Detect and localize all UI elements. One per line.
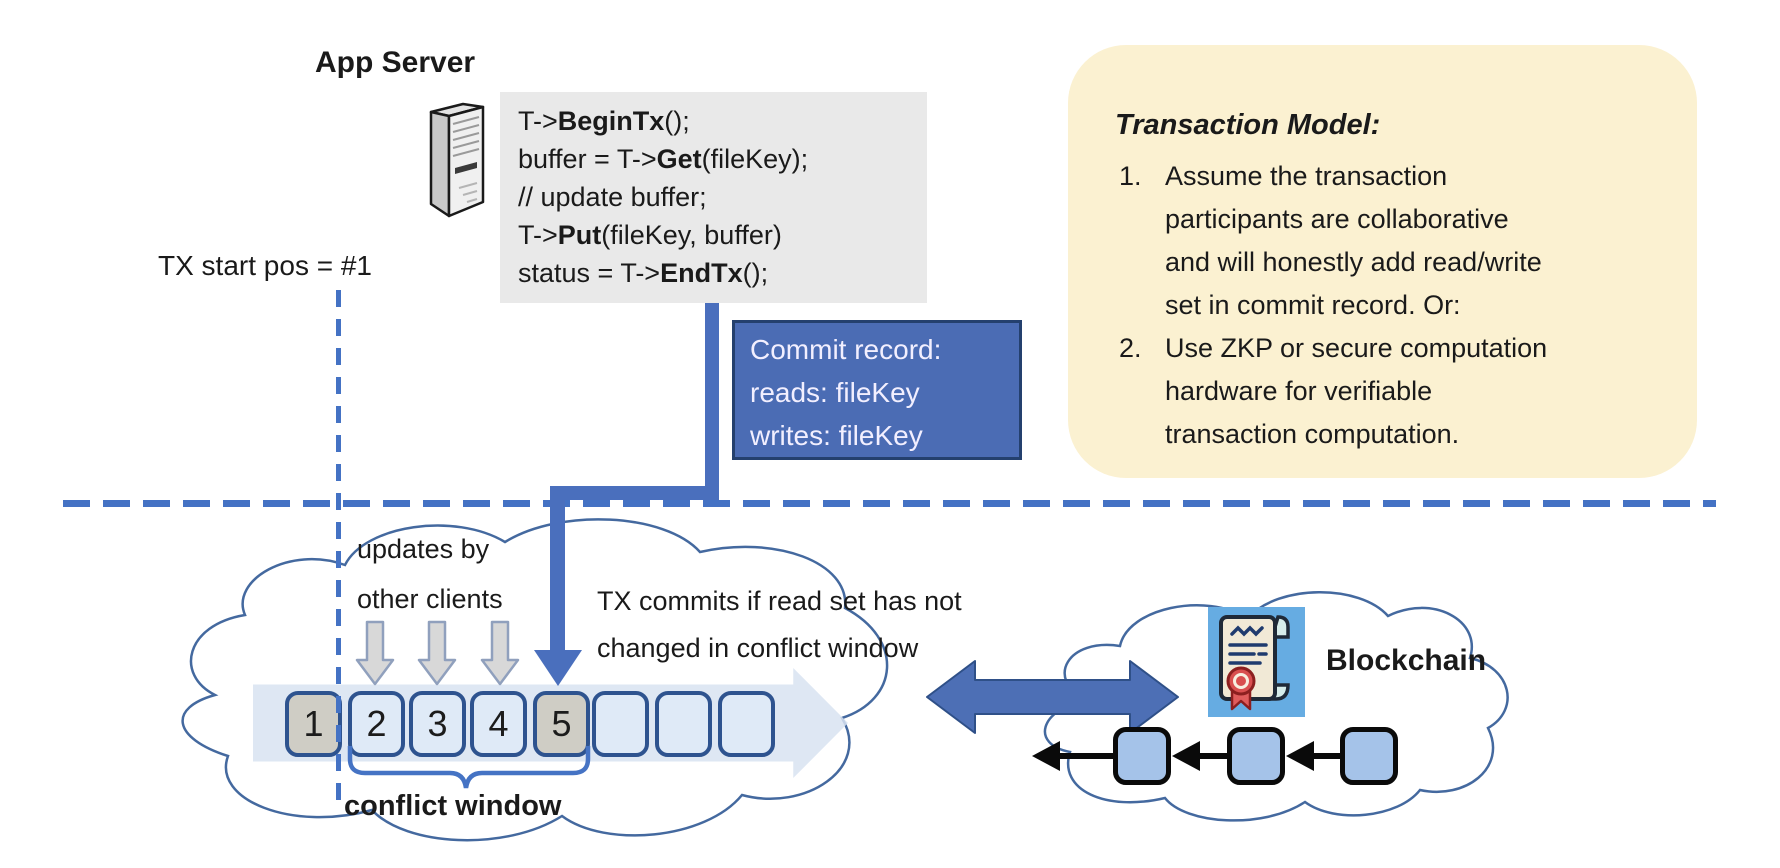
transaction-model-title: Transaction Model:: [1115, 109, 1381, 141]
timeline-block: 5: [533, 691, 590, 757]
commit-record-writes: writes: fileKey: [750, 420, 923, 451]
code-line: // update buffer;: [518, 182, 707, 212]
connector-horizontal: [550, 486, 719, 500]
code-line: T->Put(fileKey, buffer): [518, 220, 782, 250]
code-line: buffer = T->Get(fileKey);: [518, 144, 809, 174]
blockchain-block: [1113, 727, 1171, 785]
separator-dashed-line: [63, 500, 1716, 507]
blockchain-ledger-icon: [1208, 607, 1305, 717]
code-line: T->BeginTx();: [518, 106, 690, 136]
transaction-code-box: T->BeginTx(); buffer = T->Get(fileKey); //…: [500, 92, 927, 303]
code-line: status = T->EndTx();: [518, 258, 769, 288]
connector-vertical-2: [550, 486, 565, 654]
commit-record-title: Commit record:: [750, 334, 942, 365]
blockchain-label: Blockchain: [1326, 644, 1487, 677]
timeline-block: [592, 691, 649, 757]
connector-arrowhead-icon: [534, 650, 582, 686]
tx-start-dashed-line: [336, 290, 341, 802]
tx-commits-note: TX commits if read set has not changed i…: [597, 586, 962, 663]
transaction-model-item: 2.Use ZKP or secure computation hardware…: [1119, 333, 1548, 449]
commit-record-reads: reads: fileKey: [750, 377, 920, 408]
updates-by-clients-label: updates by other clients: [357, 534, 503, 614]
blockchain-block: [1340, 727, 1398, 785]
tx-start-pos-label: TX start pos = #1: [158, 250, 372, 281]
connector-vertical-1: [705, 303, 719, 500]
transaction-model-list: 1.Assume the transaction participants ar…: [1115, 155, 1657, 456]
timeline-block: 4: [470, 691, 527, 757]
app-server-title: App Server: [315, 46, 476, 79]
timeline-block: 3: [409, 691, 466, 757]
commit-record-box: Commit record: reads: fileKey writes: fi…: [732, 320, 1022, 460]
code-lines: T->BeginTx(); buffer = T->Get(fileKey); //…: [518, 102, 927, 292]
server-icon: [429, 102, 485, 218]
timeline-block: [718, 691, 775, 757]
transaction-model-note: Transaction Model: 1.Assume the transact…: [1068, 45, 1697, 478]
conflict-window-label: conflict window: [344, 790, 562, 822]
blockchain-block: [1227, 727, 1285, 785]
transaction-model-item: 1.Assume the transaction participants ar…: [1119, 161, 1542, 320]
timeline-block: 2: [348, 691, 405, 757]
timeline-block: [655, 691, 712, 757]
